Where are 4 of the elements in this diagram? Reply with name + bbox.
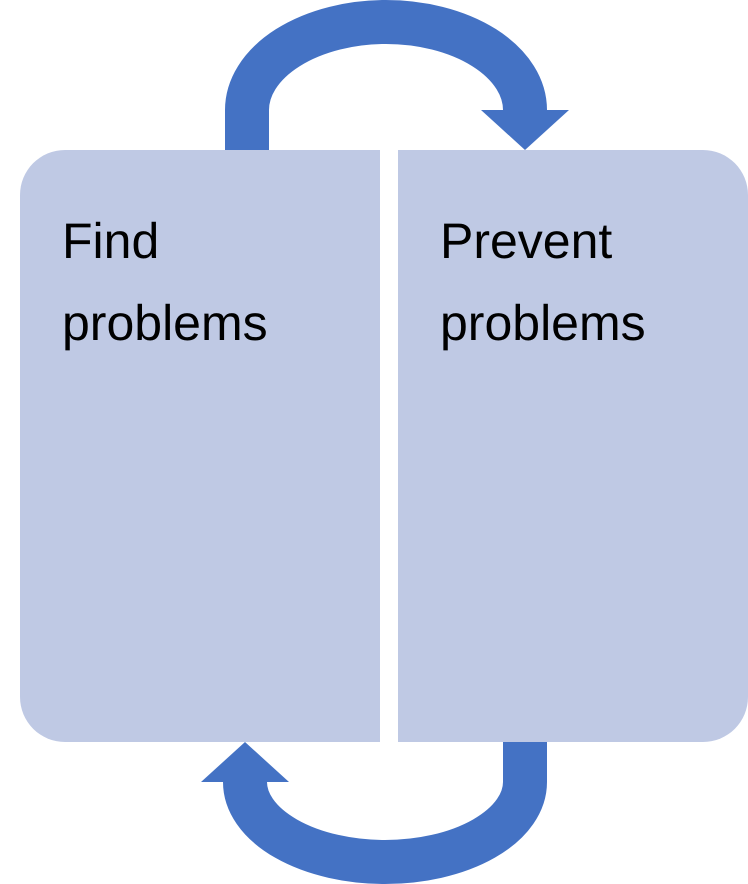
panel-label: Find problems (62, 212, 269, 353)
panel-label: Prevent problems (440, 212, 647, 353)
process-panel (20, 150, 380, 742)
process-panel (398, 150, 748, 742)
